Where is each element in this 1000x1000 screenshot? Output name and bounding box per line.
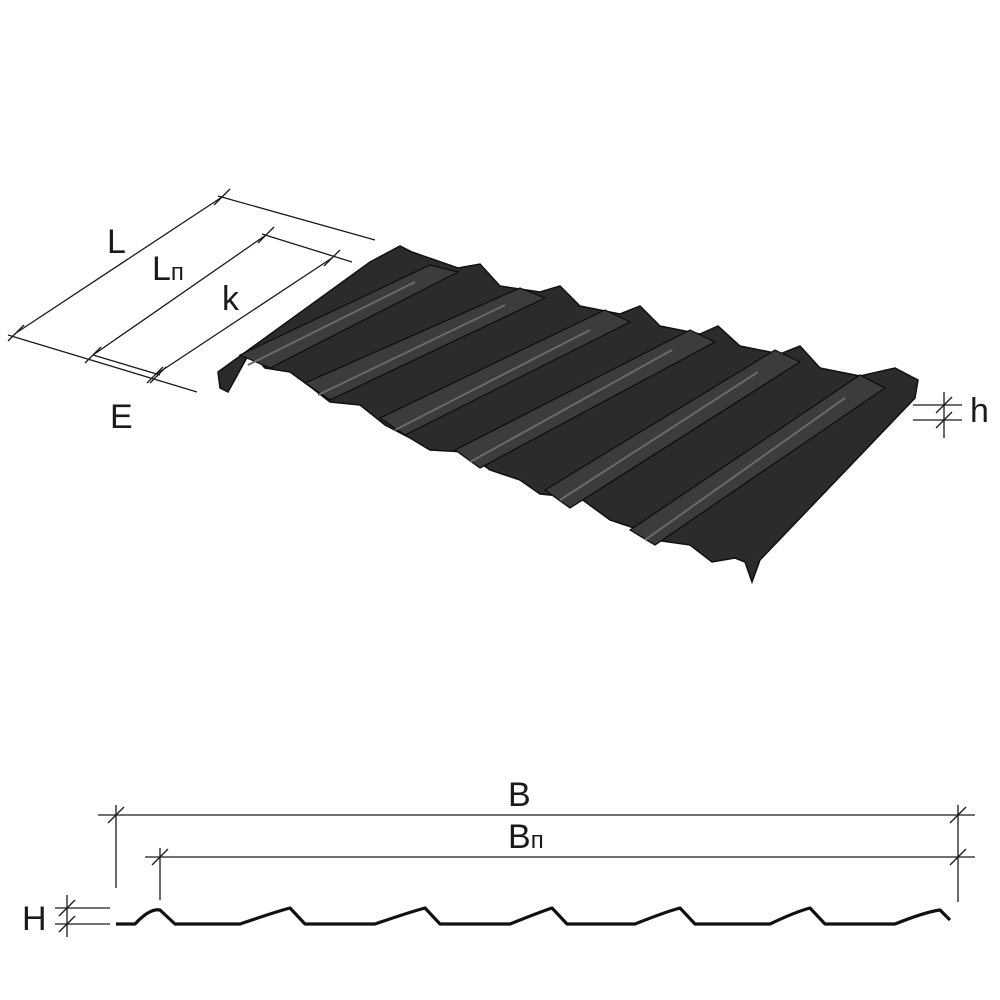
dim-line-Lp [92, 234, 267, 356]
label-E: E [110, 398, 133, 436]
label-Bp: Bп [508, 818, 544, 856]
label-H: H [22, 900, 47, 938]
dim-line-k [154, 257, 333, 376]
top-view-dimensions [7, 188, 962, 438]
metal-tile-sheet [217, 245, 919, 585]
label-B: B [508, 776, 531, 814]
dim-line-E [92, 354, 161, 376]
label-Lp: Lп [152, 250, 184, 288]
tile-highlight-5 [559, 371, 759, 501]
tile-highlight-1 [247, 281, 416, 366]
tile-profile-wave [116, 906, 952, 926]
tile-highlight-6 [644, 397, 846, 541]
label-k: k [222, 280, 240, 318]
tile-highlight-4 [469, 349, 673, 463]
dim-line-L [15, 196, 223, 334]
tile-highlight-3 [394, 329, 591, 431]
label-h: h [970, 392, 989, 430]
profile-section [55, 805, 975, 937]
tile-highlight-2 [317, 304, 506, 396]
label-L: L [107, 223, 126, 261]
